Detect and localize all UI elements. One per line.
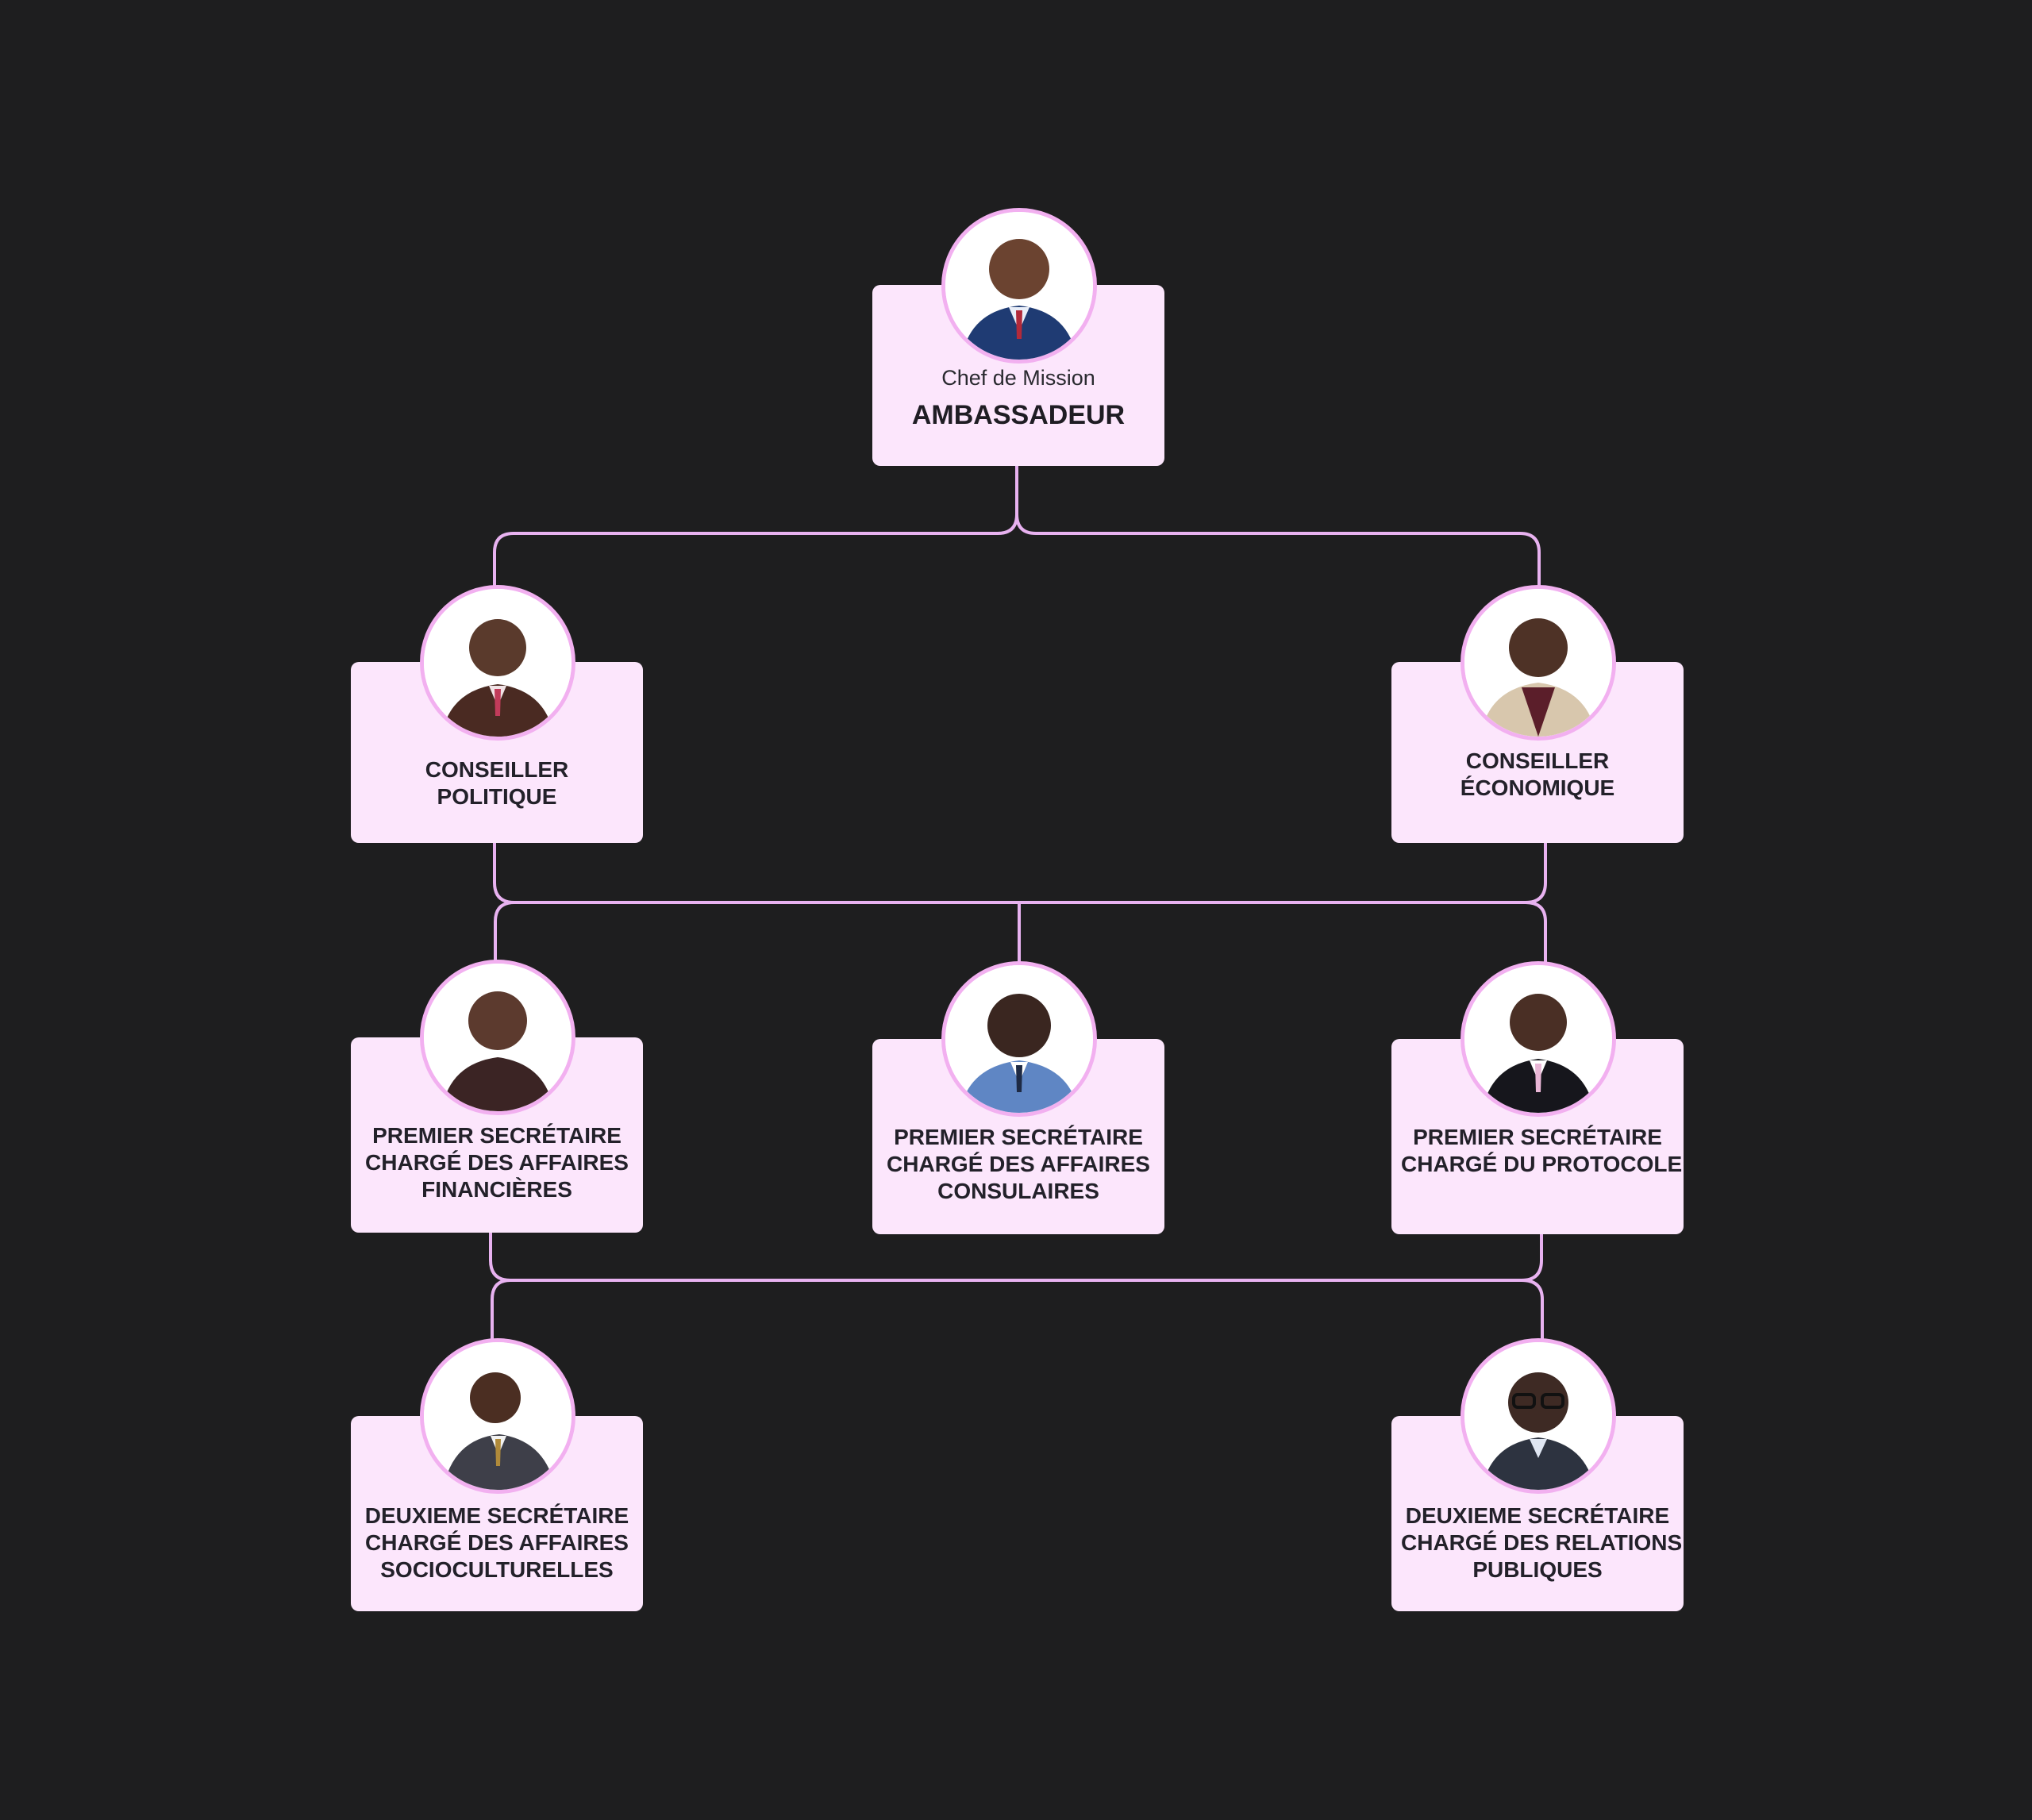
- connector-conseillers-to-premiers: [493, 841, 1547, 964]
- node-conseiller-economique[interactable]: CONSEILLER ÉCONOMIQUE: [1391, 585, 1684, 843]
- node-label-line: PREMIER SECRÉTAIRE: [1413, 1125, 1662, 1149]
- node-label-line: PREMIER SECRÉTAIRE: [894, 1125, 1143, 1149]
- node-premier-secretaire-consulaires[interactable]: PREMIER SECRÉTAIRE CHARGÉ DES AFFAIRES C…: [872, 961, 1164, 1234]
- node-label-line: DEUXIEME SECRÉTAIRE: [364, 1503, 629, 1528]
- node-label-line: CHARGÉ DES RELATIONS: [1401, 1530, 1683, 1555]
- node-label-line: PREMIER SECRÉTAIRE: [372, 1123, 622, 1148]
- node-label-line: CONSULAIRES: [937, 1179, 1099, 1203]
- node-label-line: POLITIQUE: [437, 784, 557, 809]
- portrait-icon: [1460, 585, 1616, 741]
- node-label-line: DEUXIEME SECRÉTAIRE: [1405, 1503, 1670, 1528]
- node-deuxieme-secretaire-relations-publiques[interactable]: DEUXIEME SECRÉTAIRE CHARGÉ DES RELATIONS…: [1391, 1338, 1684, 1611]
- node-label-line: CHARGÉ DES AFFAIRES: [365, 1530, 629, 1555]
- node-premier-secretaire-financieres[interactable]: PREMIER SECRÉTAIRE CHARGÉ DES AFFAIRES F…: [351, 960, 643, 1233]
- portrait-icon: [941, 208, 1097, 364]
- portrait-icon: [941, 961, 1097, 1117]
- portrait-icon: [420, 1338, 575, 1494]
- portrait-icon: [420, 585, 575, 741]
- node-premier-secretaire-protocole[interactable]: PREMIER SECRÉTAIRE CHARGÉ DU PROTOCOLE: [1391, 961, 1684, 1234]
- node-title: AMBASSADEUR: [911, 400, 1126, 430]
- node-label-line: FINANCIÈRES: [421, 1177, 572, 1202]
- node-label-line: SOCIOCULTURELLES: [380, 1557, 614, 1582]
- node-label-line: CHARGÉ DES AFFAIRES: [887, 1152, 1150, 1176]
- connector-ambassadeur-to-conseillers: [493, 464, 1541, 589]
- node-label-line: ÉCONOMIQUE: [1460, 775, 1615, 800]
- portrait-icon: [1460, 961, 1616, 1117]
- node-subtitle: Chef de Mission: [941, 366, 1095, 390]
- node-label-line: PUBLIQUES: [1472, 1557, 1603, 1582]
- node-label-line: CONSEILLER: [425, 757, 569, 782]
- portrait-icon: [420, 960, 575, 1115]
- node-label-line: CONSEILLER: [1465, 748, 1610, 773]
- connector-premiers-to-deuxiemes: [489, 1231, 1544, 1341]
- node-ambassadeur[interactable]: Chef de Mission AMBASSADEUR: [872, 208, 1164, 466]
- node-label-line: CHARGÉ DES AFFAIRES: [365, 1150, 629, 1175]
- node-conseiller-politique[interactable]: CONSEILLER POLITIQUE: [351, 585, 643, 843]
- portrait-icon: [1460, 1338, 1616, 1494]
- node-deuxieme-secretaire-socioculturelles[interactable]: DEUXIEME SECRÉTAIRE CHARGÉ DES AFFAIRES …: [351, 1338, 643, 1611]
- node-label-line: CHARGÉ DU PROTOCOLE: [1401, 1152, 1683, 1176]
